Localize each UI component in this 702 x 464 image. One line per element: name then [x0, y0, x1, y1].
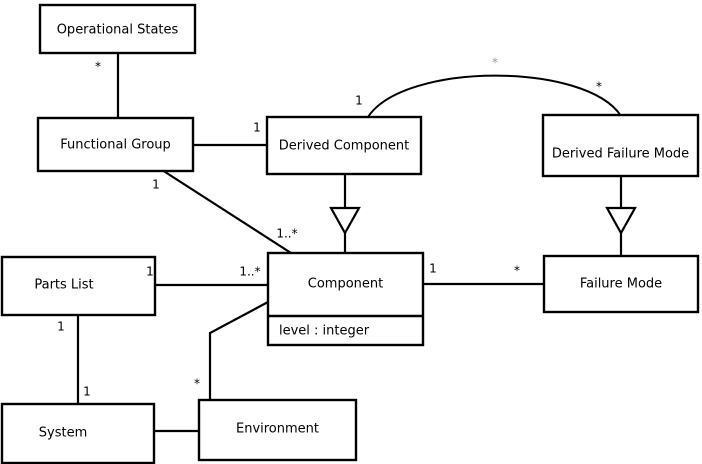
class-label-derived-component: Derived Component — [279, 139, 410, 154]
class-rect-operational-states — [38, 3, 197, 55]
multiplicity-component-to-failure-mode-one: 1 — [429, 262, 437, 276]
class-label-operational-states: Operational States — [57, 23, 179, 38]
class-label-derived-failure-mode: Derived Failure Mode — [552, 147, 689, 162]
multiplicity-parts-list-one: 1 — [146, 265, 154, 279]
multiplicity-component-from-functional-group: 1..* — [276, 227, 297, 241]
class-box-system[interactable]: System — [0, 402, 156, 464]
multiplicity-functional-group-derived-component: 1 — [253, 121, 261, 135]
multiplicity-parts-list-to-system-one: 1 — [57, 320, 65, 334]
class-label-system: System — [39, 426, 87, 441]
multiplicity-arc-mid-star: * — [492, 56, 498, 70]
generalization-derived-failure-mode-failure-mode[interactable] — [605, 176, 637, 256]
multiplicity-system-to-parts-list-one: 1 — [83, 385, 91, 399]
multiplicity-operational-states-star: * — [95, 60, 101, 74]
multiplicity-functional-group-diagonal-one: 1 — [152, 178, 160, 192]
class-rect-failure-mode — [542, 254, 700, 314]
class-rect-parts-list — [0, 255, 157, 317]
class-box-component[interactable]: Component level : integer — [266, 251, 425, 347]
class-rect-system — [0, 402, 156, 464]
multiplicity-arc-right-star: * — [596, 80, 602, 94]
generalization-triangle-icon-1 — [329, 206, 361, 236]
assoc-derived-component-derived-failure-mode[interactable] — [367, 74, 622, 118]
class-rect-derived-failure-mode — [541, 113, 700, 178]
class-rect-environment — [197, 398, 358, 462]
multiplicity-component-from-parts-list: 1..* — [239, 265, 260, 279]
class-box-derived-failure-mode[interactable]: Derived Failure Mode — [541, 113, 700, 178]
class-box-operational-states[interactable]: Operational States — [38, 3, 197, 55]
class-rect-functional-group — [36, 116, 195, 173]
class-label-failure-mode: Failure Mode — [580, 277, 662, 292]
multiplicity-failure-mode-star: * — [514, 264, 520, 278]
class-box-parts-list[interactable]: Parts List — [0, 255, 157, 317]
class-box-failure-mode[interactable]: Failure Mode — [542, 254, 700, 314]
class-label-environment: Environment — [236, 422, 319, 437]
class-label-functional-group: Functional Group — [60, 138, 171, 153]
class-rect-derived-component — [265, 115, 423, 176]
class-rect-component — [266, 251, 425, 347]
association-lines — [76, 53, 622, 433]
generalization-triangle-icon-2 — [605, 206, 637, 236]
multiplicity-labels: * 1 1 1..* 1 * * 1 1..* 1 * 1 1 * — [57, 56, 602, 399]
class-box-environment[interactable]: Environment — [197, 398, 358, 462]
class-label-parts-list: Parts List — [34, 278, 93, 293]
class-box-functional-group[interactable]: Functional Group — [36, 116, 195, 173]
assoc-component-environment[interactable] — [208, 301, 269, 400]
class-box-derived-component[interactable]: Derived Component — [265, 115, 423, 176]
generalization-derived-component-component[interactable] — [329, 174, 361, 253]
generalization-links — [329, 174, 637, 256]
multiplicity-environment-star: * — [194, 377, 200, 391]
class-label-component: Component — [308, 277, 383, 292]
class-attribute-component-level: level : integer — [279, 324, 370, 339]
multiplicity-arc-left-one: 1 — [355, 94, 363, 108]
assoc-functional-group-component[interactable] — [161, 169, 292, 254]
